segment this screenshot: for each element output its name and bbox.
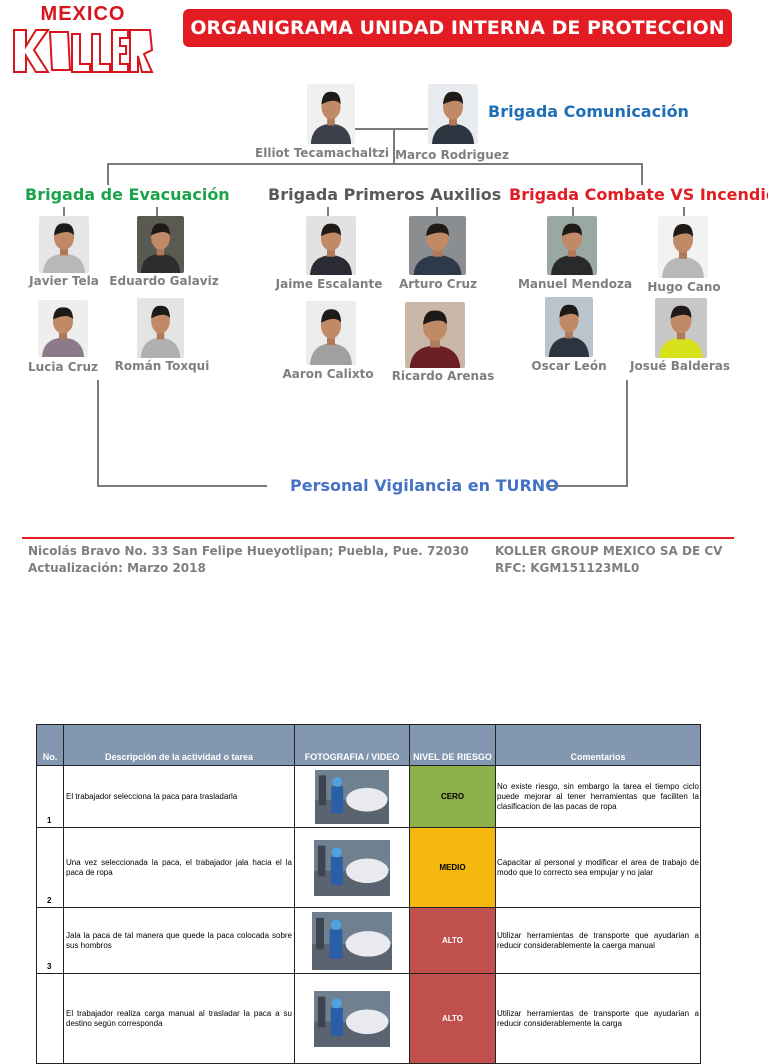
person-name: Josué Balderas	[630, 359, 730, 373]
column-header: No.	[36, 724, 64, 766]
person-name: Manuel Mendoza	[517, 277, 633, 291]
person-name: Román Toxqui	[114, 359, 210, 373]
connector-line	[355, 128, 428, 130]
footer-company: KOLLER GROUP MEXICO SA DE CV	[495, 544, 723, 558]
row-comment: Utilizar herramientas de transporte que …	[495, 907, 701, 974]
row-photo	[294, 907, 410, 974]
footer-left: Nicolás Bravo No. 33 San Felipe Hueyotli…	[28, 543, 469, 577]
connector-line	[641, 163, 643, 185]
connector-line	[626, 380, 628, 486]
row-number: 3	[36, 907, 64, 974]
row-photo	[294, 827, 410, 908]
person-photo	[39, 216, 89, 273]
connector-line	[549, 485, 628, 487]
column-header: FOTOGRAFIA / VIDEO	[294, 724, 410, 766]
row-comment: Utilizar herramientas de transporte que …	[495, 973, 701, 1064]
table-row: 3 Jala la paca de tal manera que quede l…	[36, 907, 701, 974]
footer-address: Nicolás Bravo No. 33 San Felipe Hueyotli…	[28, 544, 469, 558]
risk-level-badge: MEDIO	[409, 827, 496, 908]
activity-photo	[315, 769, 389, 824]
brigade-title-comunicacion: Brigada Comunicación	[488, 102, 689, 121]
footer-divider	[22, 537, 734, 539]
person-name: Aaron Calixto	[282, 367, 374, 381]
row-number: 2	[36, 827, 64, 908]
footer-rfc: RFC: KGM151123ML0	[495, 561, 640, 575]
person-photo	[547, 216, 597, 275]
column-header: Descripción de la actividad o tarea	[63, 724, 295, 766]
column-header: NIVEL DE RIESGO	[409, 724, 496, 766]
connector-line	[436, 207, 438, 216]
brigade-title-primeros-auxilios: Brigada Primeros Auxilios	[268, 185, 502, 204]
person-name: Elliot Tecamachaltzi	[255, 146, 389, 160]
person-name: Eduardo Galaviz	[109, 274, 219, 288]
person-name: Javier Tela	[29, 274, 99, 288]
person-photo	[428, 84, 478, 144]
person-name: Jaime Escalante	[275, 277, 383, 291]
connector-line	[107, 163, 642, 165]
logo-country: MEXICO	[40, 3, 126, 25]
row-comment: No existe riesgo, sin embargo la tarea e…	[495, 765, 701, 828]
logo-wordmark	[13, 29, 154, 73]
activity-photo	[314, 839, 390, 896]
table-row: El trabajador realiza carga manual al tr…	[36, 973, 701, 1064]
person-photo	[307, 84, 355, 144]
row-comment: Capacitar al personal y modificar el are…	[495, 827, 701, 908]
person-photo	[38, 300, 88, 357]
row-description: Una vez seleccionada la paca, el trabaja…	[63, 827, 295, 908]
risk-level-badge: ALTO	[409, 907, 496, 974]
brigade-title-combate: Brigada Combate VS Incendio	[509, 185, 768, 204]
person-photo	[409, 216, 466, 275]
table-row: 2 Una vez seleccionada la paca, el traba…	[36, 827, 701, 908]
person-name: Oscar León	[531, 359, 607, 373]
risk-level-badge: ALTO	[409, 973, 496, 1064]
person-photo	[306, 216, 356, 275]
person-name: Lucia Cruz	[28, 360, 98, 374]
column-header: Comentarios	[495, 724, 701, 766]
row-photo	[294, 973, 410, 1064]
person-photo	[545, 297, 593, 357]
person-name: Hugo Cano	[647, 280, 721, 294]
company-logo: MEXICO	[8, 4, 158, 80]
row-description: Jala la paca de tal manera que quede la …	[63, 907, 295, 974]
person-photo	[655, 298, 707, 358]
connector-line	[393, 128, 395, 164]
person-name: Ricardo Arenas	[391, 369, 495, 383]
connector-line	[97, 485, 267, 487]
table-header-row: No. Descripción de la actividad o tarea …	[36, 724, 701, 766]
table-row: 1 El trabajador selecciona la paca para …	[36, 765, 701, 828]
connector-line	[156, 207, 158, 216]
row-description: El trabajador realiza carga manual al tr…	[63, 973, 295, 1064]
brigade-title-vigilancia: Personal Vigilancia en TURNO	[290, 476, 559, 495]
person-name: Marco Rodriguez	[395, 148, 509, 162]
activity-photo	[312, 911, 392, 970]
person-photo	[137, 298, 184, 358]
connector-line	[107, 163, 109, 185]
footer-right: KOLLER GROUP MEXICO SA DE CV RFC: KGM151…	[495, 543, 722, 577]
footer-update: Actualización: Marzo 2018	[28, 561, 206, 575]
connector-line	[683, 207, 685, 216]
brigade-title-evacuacion: Brigada de Evacuación	[25, 185, 230, 204]
person-photo	[306, 301, 356, 365]
person-photo	[405, 302, 465, 368]
connector-line	[327, 207, 329, 216]
connector-line	[572, 207, 574, 216]
risk-level-badge: CERO	[409, 765, 496, 828]
row-number	[36, 973, 64, 1064]
connector-line	[63, 207, 65, 216]
person-photo	[658, 216, 708, 278]
page-title: ORGANIGRAMA UNIDAD INTERNA DE PROTECCION…	[183, 9, 732, 77]
risk-table: No. Descripción de la actividad o tarea …	[36, 724, 701, 1064]
activity-photo	[314, 990, 390, 1047]
row-number: 1	[36, 765, 64, 828]
person-photo	[137, 216, 184, 273]
row-photo	[294, 765, 410, 828]
connector-line	[97, 380, 99, 486]
person-name: Arturo Cruz	[398, 277, 478, 291]
row-description: El trabajador selecciona la paca para tr…	[63, 765, 295, 828]
